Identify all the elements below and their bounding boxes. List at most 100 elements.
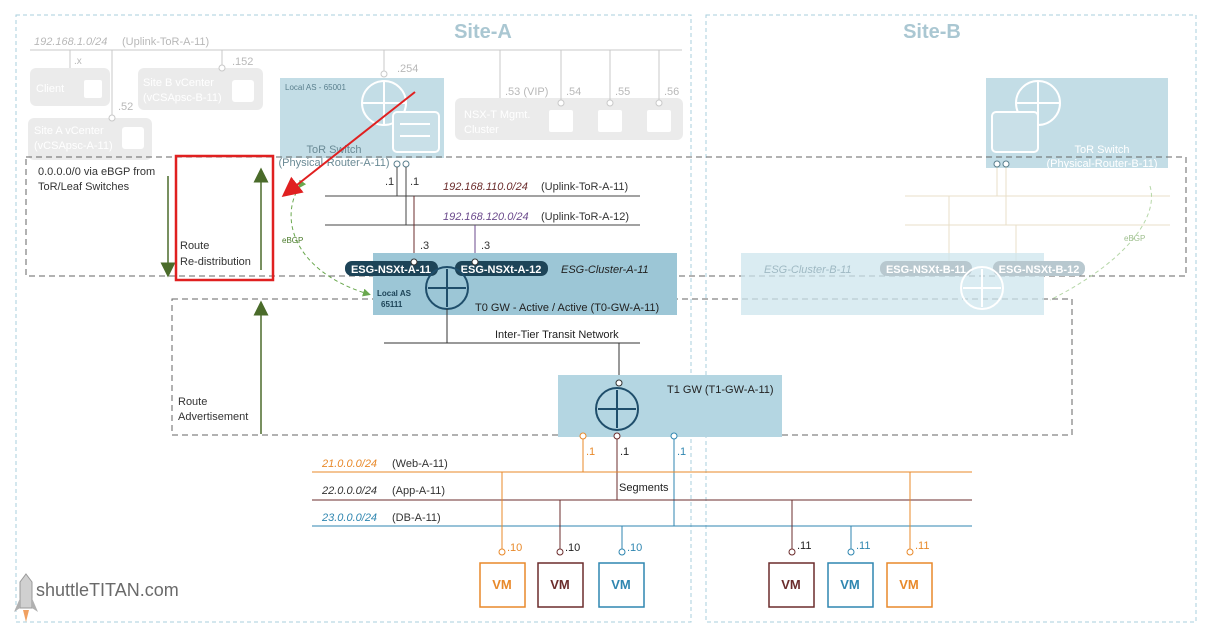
- t0-gateway-label: T0 GW - Active / Active (T0-GW-A-11): [475, 302, 659, 314]
- tor-a-label: ToR Switch: [306, 144, 361, 156]
- vm-box: [768, 562, 815, 608]
- vm-label: VM: [611, 577, 631, 592]
- vm-label: VM: [492, 577, 512, 592]
- edge-cluster-b-name: ESG-Cluster-B-11: [764, 264, 852, 276]
- esg-node-a-12: [455, 261, 548, 276]
- esg-node-a-11-label: ESG-NSXt-A-11: [351, 264, 431, 276]
- nsx-vip: .53 (VIP): [505, 86, 548, 98]
- segment-web-subnet: 21.0.0.0/24: [321, 458, 377, 470]
- ebgp-session-a: [290, 179, 371, 297]
- segment-db-name: (DB-A-11): [392, 512, 441, 524]
- segments-label: Segments: [619, 482, 669, 494]
- site-b-vc-label: Site B vCenter: [143, 77, 214, 89]
- vm-ip: .10: [627, 542, 642, 554]
- nsx-ip-55: .55: [615, 86, 630, 98]
- vm-box: [827, 562, 874, 608]
- vm-box: [479, 562, 526, 608]
- site-a-title: Site-A: [454, 21, 512, 43]
- nsx-mgmt-label: NSX-T Mgmt.: [464, 109, 530, 121]
- monitor-icon: [84, 80, 102, 98]
- vm-label: VM: [550, 577, 570, 592]
- shuttletitan-logo: shuttleTITAN.com: [14, 573, 179, 622]
- esg-ip-2: .3: [481, 240, 490, 252]
- management-network: 192.168.1.0/24 (Uplink-ToR-A-11) .x Clie…: [28, 36, 683, 160]
- tor-a-mgmt-ip: .254: [397, 63, 418, 75]
- site-a-vc-name: (vCSApsc-A-11): [34, 140, 113, 152]
- tor-ip-1: .1: [385, 176, 394, 188]
- ebgp-session-b: [1049, 185, 1152, 301]
- site-a-frame: [15, 14, 692, 623]
- client-box: [30, 68, 110, 106]
- tor-a-name: (Physical-Router-A-11): [278, 157, 389, 169]
- site-a-vc-ip: .52: [118, 101, 133, 113]
- vcenter-icon: [122, 127, 144, 149]
- tor-a-local-as: Local AS - 65001: [285, 83, 346, 92]
- chart-icon: [647, 110, 671, 132]
- uplink-1-subnet: 192.168.110.0/24: [443, 181, 528, 193]
- mgmt-subnet: 192.168.1.0/24: [34, 36, 107, 48]
- chart-icon: [598, 110, 622, 132]
- site-b-frame: [705, 14, 1197, 623]
- callout-arrow: [281, 91, 416, 197]
- t0-b-router-icon: [960, 266, 1004, 310]
- client-label: Client: [36, 83, 64, 95]
- vcenter-icon: [232, 80, 254, 102]
- site-b-title: Site-B: [903, 21, 961, 43]
- redistribution-label-2: Re-distribution: [180, 256, 251, 268]
- vm-ip: .11: [915, 540, 929, 552]
- logo-text: shuttleTITAN.com: [36, 580, 179, 600]
- chart-icon: [549, 110, 573, 132]
- vm-label: VM: [899, 577, 919, 592]
- redistribution-label: Route: [180, 240, 209, 252]
- bgp-note-2: ToR/Leaf Switches: [38, 181, 130, 193]
- edge-a-local-as: Local AS: [377, 289, 412, 298]
- edge-cluster-a-name: ESG-Cluster-A-11: [561, 264, 649, 276]
- segment-app-subnet: 22.0.0.0/24: [321, 485, 377, 497]
- bgp-region: [25, 156, 1187, 277]
- nsx-ip-54: .54: [566, 86, 581, 98]
- segment-app-name: (App-A-11): [392, 485, 445, 497]
- tor-ip-2: .1: [410, 176, 419, 188]
- esg-node-b-11: [880, 261, 972, 276]
- esg-ip-1: .3: [420, 240, 429, 252]
- edge-a-local-as-num: 65111: [381, 300, 403, 309]
- transit-network-label: Inter-Tier Transit Network: [495, 329, 619, 341]
- redistribution-highlight: [174, 154, 275, 282]
- shuttle-icon: [19, 573, 33, 609]
- vm-ip: .11: [797, 540, 811, 552]
- nsx-ip-56: .56: [664, 86, 679, 98]
- t1-ip-db: .1: [677, 446, 686, 458]
- site-a-vc-label: Site A vCenter: [34, 125, 104, 137]
- site-b-vc-name: (vCSApsc-B-11): [143, 92, 222, 104]
- vm-box: [886, 562, 933, 608]
- advertisement-label-2: Advertisement: [178, 411, 248, 423]
- vm-label: VM: [781, 577, 801, 592]
- t1-gateway-label: T1 GW (T1-GW-A-11): [667, 384, 774, 396]
- esg-node-a-12-label: ESG-NSXt-A-12: [461, 264, 542, 276]
- uplink-2-name: (Uplink-ToR-A-12): [541, 211, 629, 223]
- tor-b-label: ToR Switch: [1074, 144, 1129, 156]
- ebgp-label-a: eBGP: [282, 236, 303, 245]
- vm-ip: .11: [856, 540, 870, 552]
- switch-icon: [991, 111, 1039, 153]
- esg-node-b-12-label: ESG-NSXt-B-12: [999, 264, 1080, 276]
- t1-ip-web: .1: [586, 446, 595, 458]
- mgmt-subnet-name: (Uplink-ToR-A-11): [122, 36, 209, 48]
- tor-b-name: (Physical-Router-B-11): [1046, 158, 1157, 170]
- vm-ip: .10: [507, 542, 522, 554]
- esg-node-b-11-label: ESG-NSXt-B-11: [886, 264, 966, 276]
- site-b-vc-ip: .152: [232, 56, 253, 68]
- vm-label: VM: [840, 577, 860, 592]
- segment-db-subnet: 23.0.0.0/24: [321, 512, 377, 524]
- vm-box: [598, 562, 645, 608]
- advertisement-label: Route: [178, 396, 207, 408]
- vm-box: [537, 562, 584, 608]
- segment-web-name: (Web-A-11): [392, 458, 448, 470]
- ebgp-label-b: eBGP: [1124, 234, 1145, 243]
- uplink-2-subnet: 192.168.120.0/24: [443, 211, 529, 223]
- client-ip: .x: [74, 56, 82, 67]
- vm-ip: .10: [565, 542, 580, 554]
- switch-icon: [392, 111, 440, 153]
- nsx-mgmt-label-2: Cluster: [464, 124, 499, 136]
